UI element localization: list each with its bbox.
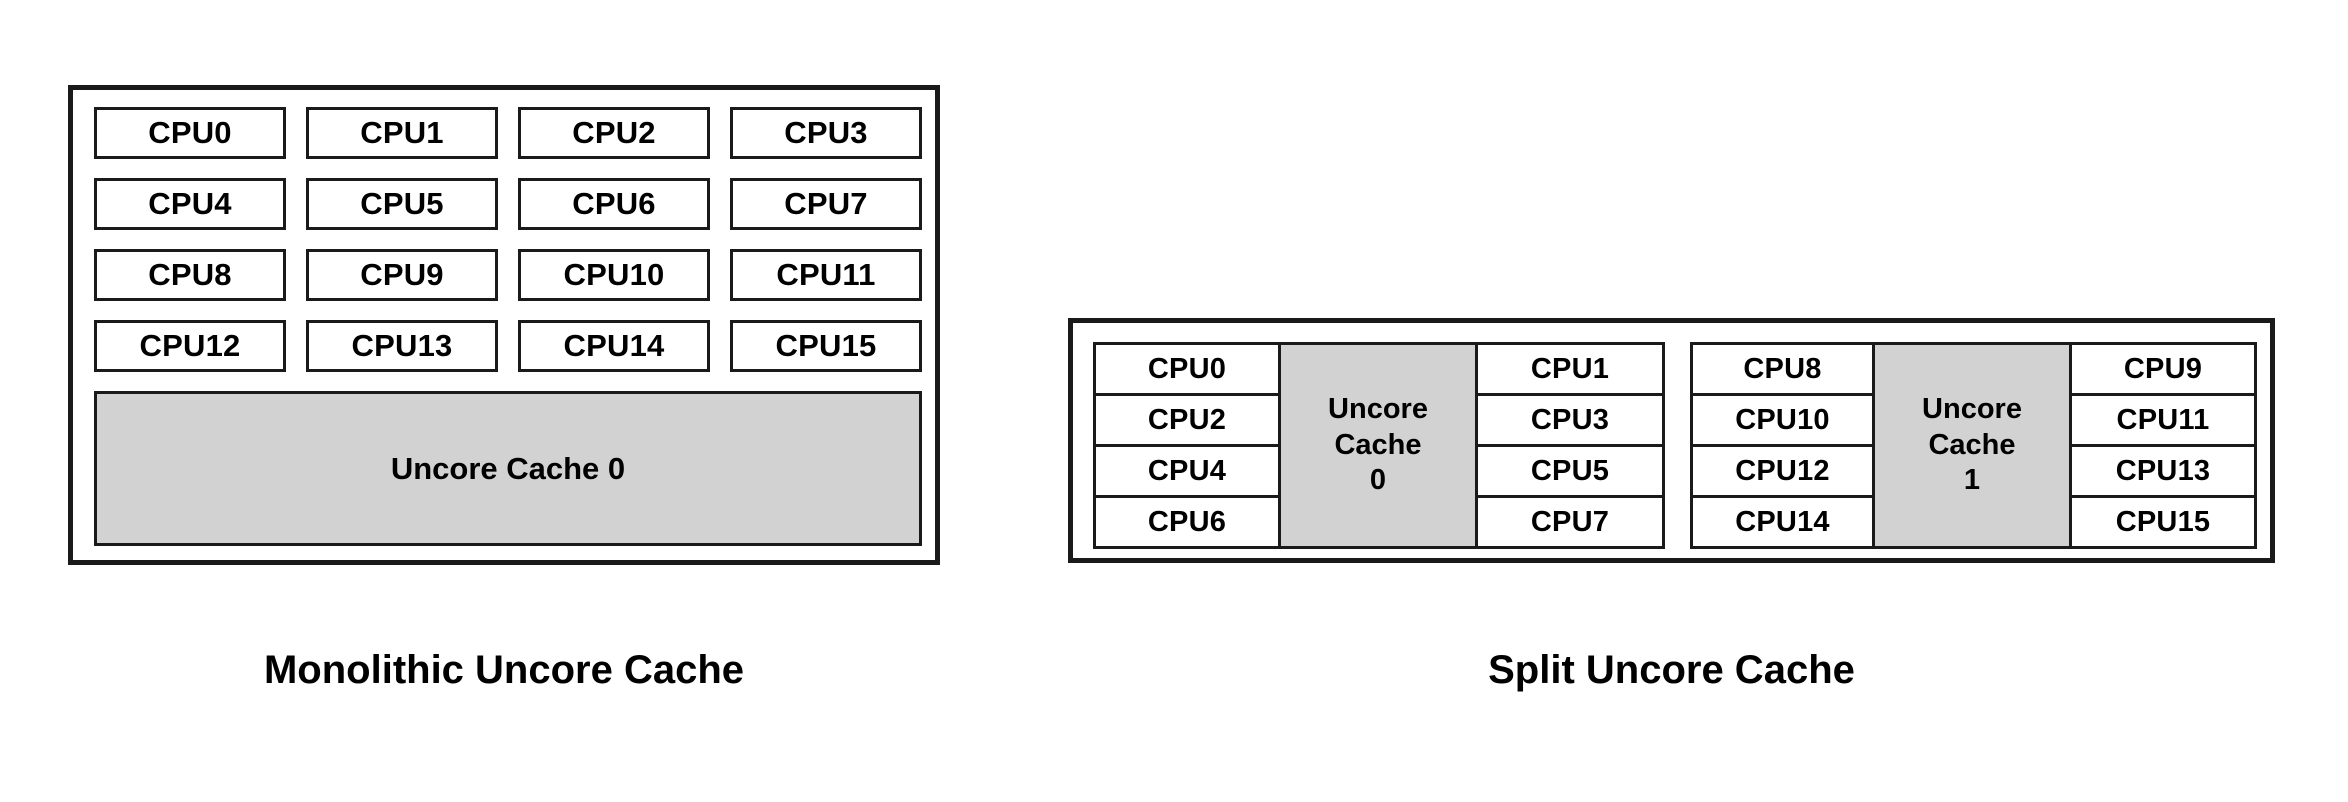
- cpu-cell: CPU4: [1093, 444, 1281, 498]
- uncore-cache-block: Uncore Cache 0: [1278, 342, 1478, 549]
- split-cache-group: CPU8 CPU10 CPU12 CPU14 Uncore Cache 1 CP…: [1690, 342, 2260, 549]
- cpu-cell: CPU13: [2069, 444, 2257, 498]
- cpu-cell: CPU0: [1093, 342, 1281, 396]
- cpu-cell: CPU15: [2069, 495, 2257, 549]
- monolithic-package-outline: CPU0 CPU1 CPU2 CPU3 CPU4 CPU5 CPU6 CPU7 …: [68, 85, 940, 565]
- cpu-cell: CPU3: [1475, 393, 1665, 447]
- cpu-cell: CPU1: [1475, 342, 1665, 396]
- cpu-cell: CPU12: [94, 320, 286, 372]
- cpu-cell: CPU4: [94, 178, 286, 230]
- cpu-cell: CPU7: [730, 178, 922, 230]
- cpu-cell: CPU10: [1690, 393, 1875, 447]
- cpu-cell: CPU2: [518, 107, 710, 159]
- cpu-column-left: CPU8 CPU10 CPU12 CPU14: [1690, 342, 1875, 549]
- cpu-cell: CPU2: [1093, 393, 1281, 447]
- uncore-cache-block: Uncore Cache 0: [94, 391, 922, 546]
- split-package-outline: CPU0 CPU2 CPU4 CPU6 Uncore Cache 0 CPU1 …: [1068, 318, 2275, 563]
- cpu-cell: CPU5: [1475, 444, 1665, 498]
- cpu-cell: CPU9: [2069, 342, 2257, 396]
- cpu-cell: CPU11: [2069, 393, 2257, 447]
- split-caption: Split Uncore Cache: [1488, 648, 1855, 692]
- uncore-cache-block: Uncore Cache 1: [1872, 342, 2072, 549]
- cpu-cell: CPU6: [518, 178, 710, 230]
- cpu-cell: CPU15: [730, 320, 922, 372]
- cpu-cell: CPU8: [94, 249, 286, 301]
- cpu-cell: CPU10: [518, 249, 710, 301]
- cpu-cell: CPU3: [730, 107, 922, 159]
- cache-label-line: Uncore: [1328, 393, 1428, 426]
- split-cache-group: CPU0 CPU2 CPU4 CPU6 Uncore Cache 0 CPU1 …: [1093, 342, 1670, 549]
- cache-label-line: Cache: [1334, 428, 1422, 461]
- cpu-cell: CPU11: [730, 249, 922, 301]
- cache-label-line: Cache: [1928, 428, 2016, 461]
- cache-label-line: 1: [1963, 464, 1981, 497]
- monolithic-cpu-grid: CPU0 CPU1 CPU2 CPU3 CPU4 CPU5 CPU6 CPU7 …: [94, 107, 922, 372]
- cpu-cell: CPU0: [94, 107, 286, 159]
- cpu-cell: CPU7: [1475, 495, 1665, 549]
- cache-label-line: Uncore: [1922, 393, 2022, 426]
- cpu-cell: CPU14: [1690, 495, 1875, 549]
- cpu-column-left: CPU0 CPU2 CPU4 CPU6: [1093, 342, 1281, 549]
- cpu-cell: CPU12: [1690, 444, 1875, 498]
- cpu-cell: CPU14: [518, 320, 710, 372]
- cpu-cell: CPU5: [306, 178, 498, 230]
- monolithic-caption: Monolithic Uncore Cache: [263, 648, 745, 692]
- cache-label-line: 0: [1369, 464, 1387, 497]
- cpu-cell: CPU13: [306, 320, 498, 372]
- cpu-cell: CPU6: [1093, 495, 1281, 549]
- cpu-cell: CPU1: [306, 107, 498, 159]
- cpu-cell: CPU9: [306, 249, 498, 301]
- cpu-cell: CPU8: [1690, 342, 1875, 396]
- cpu-column-right: CPU9 CPU11 CPU13 CPU15: [2069, 342, 2257, 549]
- cpu-column-right: CPU1 CPU3 CPU5 CPU7: [1475, 342, 1665, 549]
